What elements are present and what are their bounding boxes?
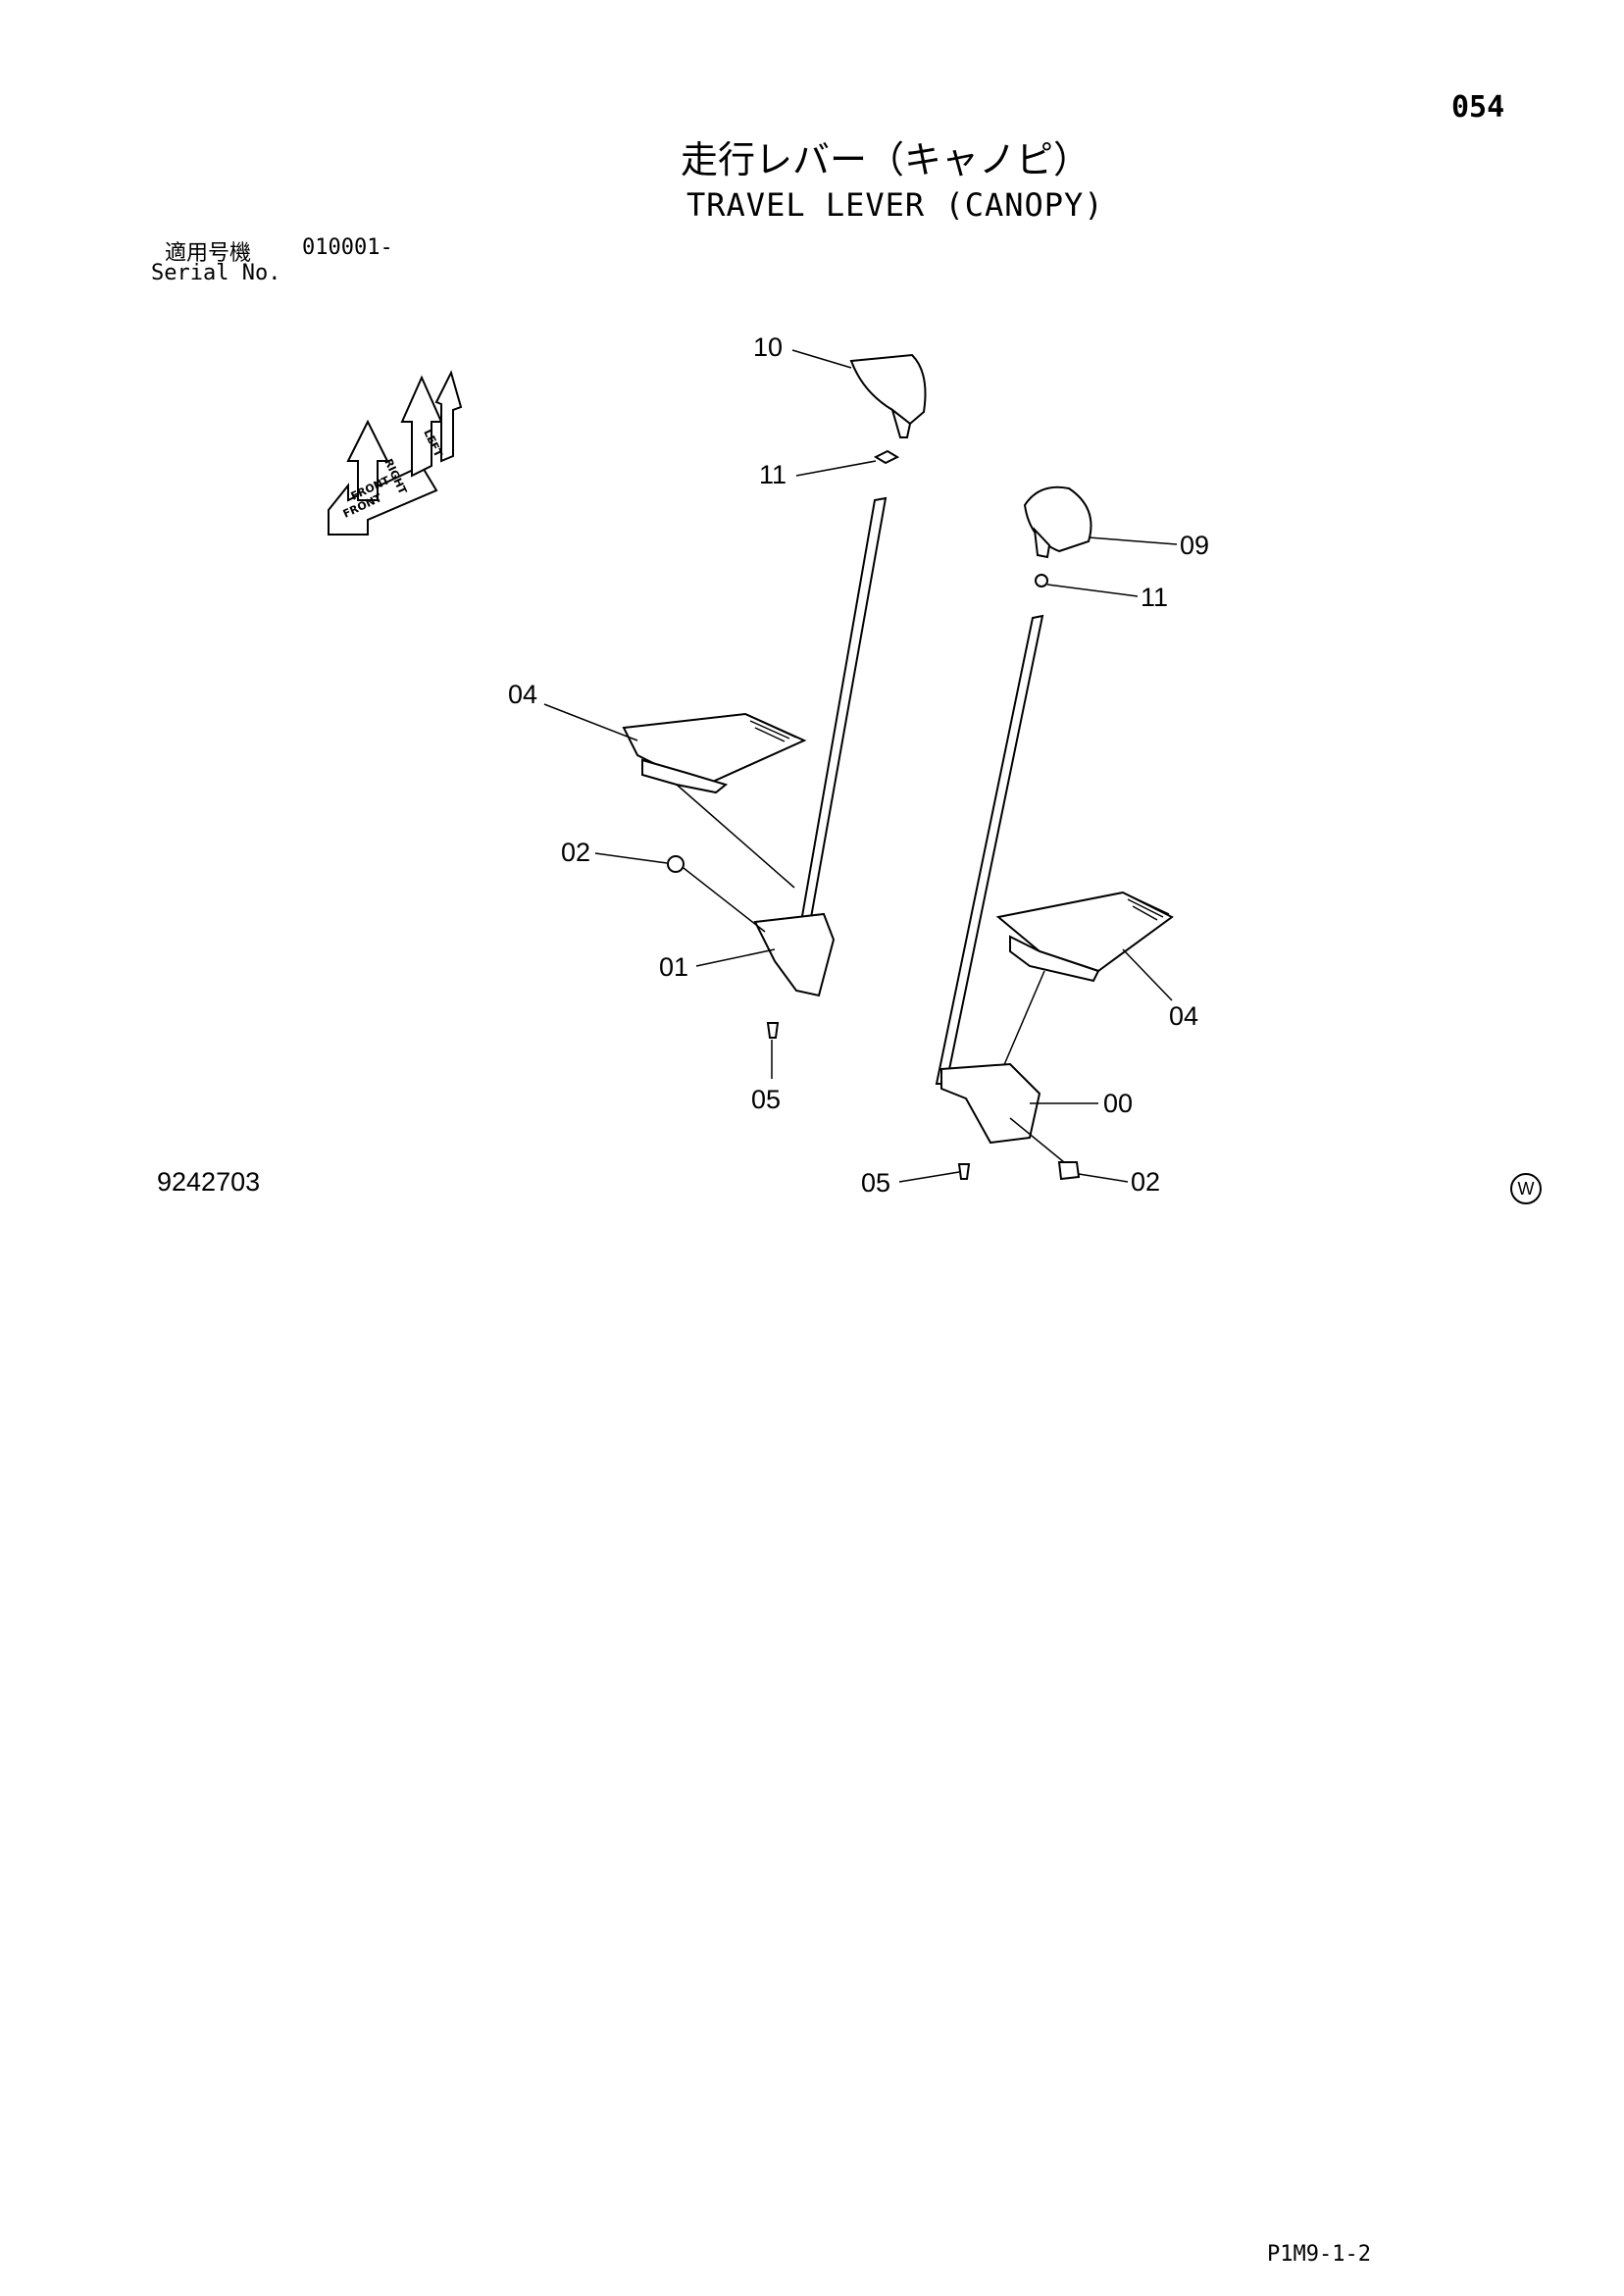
callout-label: 05: [751, 1085, 781, 1114]
bracket-icon: [753, 912, 836, 997]
callout-label: 09: [1180, 531, 1209, 560]
callout-label: 11: [759, 460, 787, 489]
serial-label-english: Serial No.: [151, 261, 281, 285]
lever-rod-icon: [792, 496, 888, 963]
right-lever-assembly: [935, 485, 1174, 1181]
direction-indicator-icon: FRONT FRONT RIGHT LEFT: [328, 370, 463, 536]
watermark-symbol: W: [1510, 1173, 1542, 1204]
callout-label: 02: [561, 838, 590, 867]
callout-label: 04: [1169, 1001, 1198, 1031]
screw-icon: [957, 1163, 971, 1180]
callout-label: 01: [659, 952, 688, 982]
callout-label: 00: [1103, 1089, 1133, 1118]
footer-code: P1M9-1-2: [1267, 2242, 1371, 2267]
drawing-number: 9242703: [157, 1167, 261, 1197]
title-english: TRAVEL LEVER (CANOPY): [686, 186, 1104, 224]
grip-knob-icon: [1023, 485, 1092, 553]
title-japanese: 走行レバー（キャノピ）: [681, 138, 1091, 181]
callout-label: 02: [1131, 1167, 1160, 1197]
nut-icon: [873, 449, 900, 465]
grip-knob-icon: [849, 353, 927, 426]
serial-label-japanese: 適用号機: [165, 241, 252, 266]
callout-label: 05: [861, 1168, 890, 1198]
nut-icon: [1035, 574, 1048, 587]
callout-label: 11: [1141, 583, 1168, 612]
serial-value: 010001-: [302, 235, 393, 260]
callout-label: 10: [753, 332, 783, 362]
screw-icon: [766, 1022, 780, 1039]
leader-lines: [543, 349, 1178, 1183]
bolt-icon: [667, 855, 685, 873]
left-lever-assembly: [622, 353, 927, 1039]
bolt-icon: [1057, 1161, 1081, 1181]
page-number: 054: [1451, 90, 1505, 125]
callout-label: 04: [508, 680, 537, 709]
